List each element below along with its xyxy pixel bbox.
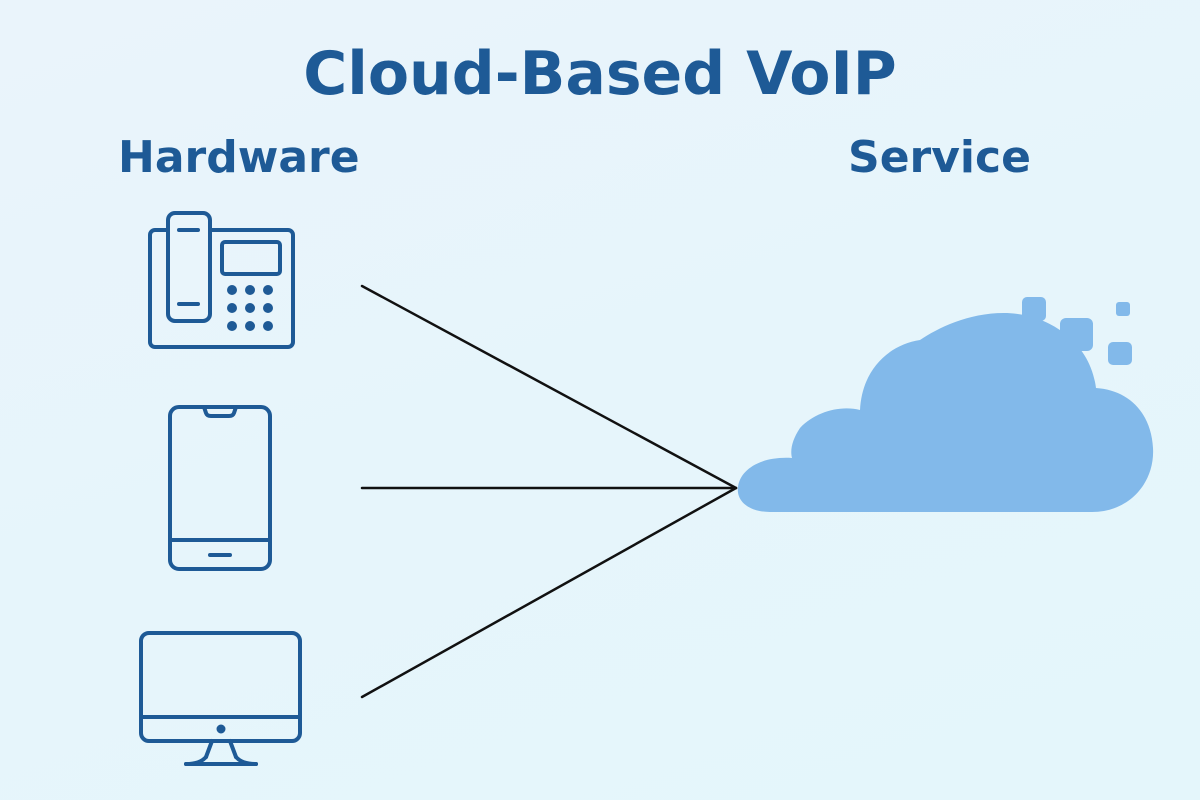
connector-line-monitor [360,486,738,699]
connector-lines [360,284,738,699]
desktop-monitor-icon [139,631,302,766]
diagram-title: Cloud-Based VoIP [303,39,897,109]
connector-line-phone [360,284,738,490]
desk-phone-icon [148,211,295,349]
service-heading: Service [848,132,1031,183]
smartphone-icon [168,405,272,571]
cloud-icon [737,297,1154,512]
hardware-heading: Hardware [118,132,360,183]
